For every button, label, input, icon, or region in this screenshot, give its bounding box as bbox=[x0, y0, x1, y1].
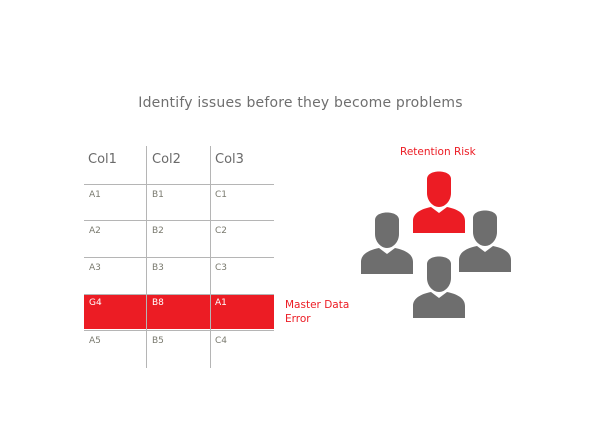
row-divider bbox=[84, 330, 274, 331]
table-cell: A3 bbox=[89, 263, 101, 273]
column-header-1: Col1 bbox=[88, 152, 117, 167]
row-divider bbox=[84, 257, 274, 258]
table-cell: B2 bbox=[152, 226, 164, 236]
error-row-highlight bbox=[84, 294, 274, 329]
error-cell: B8 bbox=[152, 298, 164, 308]
table-cell: A1 bbox=[89, 190, 101, 200]
row-divider bbox=[84, 184, 274, 185]
people-group bbox=[361, 171, 511, 318]
data-table: Col1 Col2 Col3 A1 B1 C1 A2 B2 C2 A3 B3 C… bbox=[84, 146, 274, 368]
table-cell: C1 bbox=[215, 190, 228, 200]
column-header-3: Col3 bbox=[215, 152, 244, 167]
table-cell: A5 bbox=[89, 336, 101, 346]
row-divider bbox=[84, 220, 274, 221]
person-icon bbox=[459, 210, 511, 272]
table-cell: B3 bbox=[152, 263, 164, 273]
error-cell: G4 bbox=[89, 298, 102, 308]
table-cell: C4 bbox=[215, 336, 228, 346]
column-divider bbox=[210, 146, 211, 368]
table-cell: C3 bbox=[215, 263, 228, 273]
headline: Identify issues before they become probl… bbox=[138, 95, 463, 111]
column-header-2: Col2 bbox=[152, 152, 181, 167]
person-icon bbox=[361, 212, 413, 274]
table-cell: A2 bbox=[89, 226, 101, 236]
table-cell: B1 bbox=[152, 190, 164, 200]
retention-risk-label: Retention Risk bbox=[400, 146, 476, 158]
table-cell: B5 bbox=[152, 336, 164, 346]
master-data-error-label: Master Data Error bbox=[285, 299, 350, 325]
table-cell: C2 bbox=[215, 226, 228, 236]
error-cell: A1 bbox=[215, 298, 227, 308]
column-divider bbox=[146, 146, 147, 368]
person-icon bbox=[413, 256, 465, 318]
row-divider bbox=[84, 294, 274, 295]
person-icon-highlighted bbox=[413, 171, 465, 233]
